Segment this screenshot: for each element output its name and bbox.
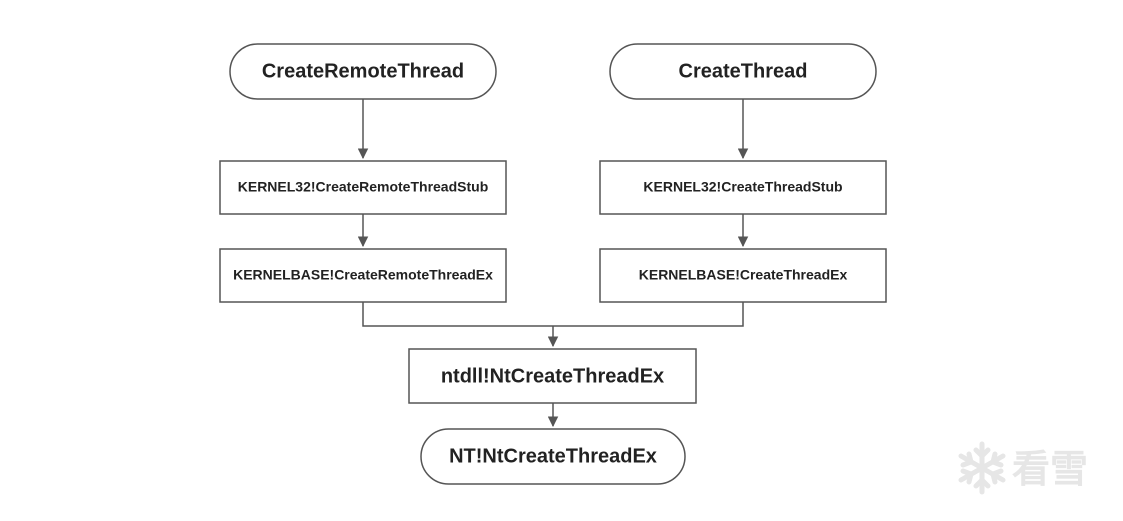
node-create-thread: CreateThread bbox=[609, 43, 877, 100]
watermark: 看雪 bbox=[958, 441, 1088, 495]
node-label: CreateRemoteThread bbox=[262, 60, 464, 82]
node-ntdll-nt-create-thread-ex: ntdll!NtCreateThreadEx bbox=[408, 348, 697, 404]
watermark-text: 看雪 bbox=[1012, 447, 1088, 491]
node-label: KERNEL32!CreateThreadStub bbox=[643, 179, 842, 195]
node-label: KERNEL32!CreateRemoteThreadStub bbox=[238, 179, 489, 195]
snowflake-icon bbox=[958, 441, 1006, 495]
node-label: NT!NtCreateThreadEx bbox=[449, 445, 657, 467]
node-kernel32-create-remote-thread-stub: KERNEL32!CreateRemoteThreadStub bbox=[219, 160, 507, 215]
node-kernelbase-create-remote-thread-ex: KERNELBASE!CreateRemoteThreadEx bbox=[219, 248, 507, 303]
node-kernel32-create-thread-stub: KERNEL32!CreateThreadStub bbox=[599, 160, 887, 215]
node-label: KERNELBASE!CreateThreadEx bbox=[639, 267, 848, 283]
node-label: KERNELBASE!CreateRemoteThreadEx bbox=[233, 267, 493, 283]
node-kernelbase-create-thread-ex: KERNELBASE!CreateThreadEx bbox=[599, 248, 887, 303]
node-label: CreateThread bbox=[679, 60, 808, 82]
node-create-remote-thread: CreateRemoteThread bbox=[229, 43, 497, 100]
node-label: ntdll!NtCreateThreadEx bbox=[441, 365, 664, 387]
merge-line bbox=[362, 302, 744, 327]
node-nt-nt-create-thread-ex: NT!NtCreateThreadEx bbox=[420, 428, 686, 485]
connectors bbox=[357, 99, 749, 428]
